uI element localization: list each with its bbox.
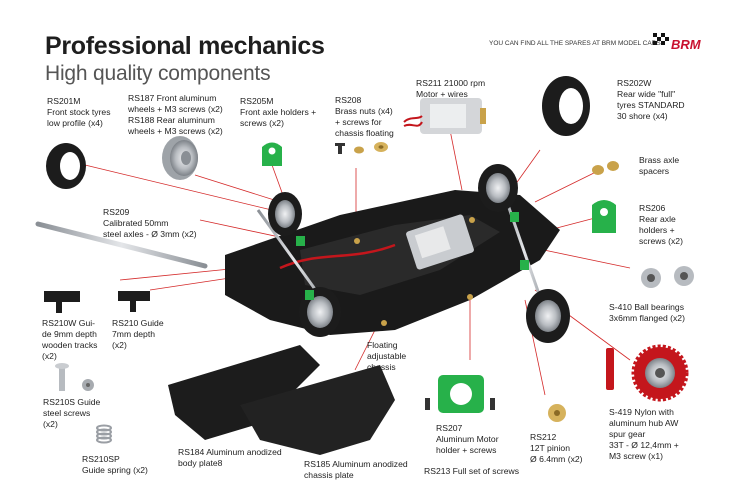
label-brass-spacers: Brass axle spacers [639,155,680,176]
motor [406,214,474,270]
motor-holder-part [425,375,495,413]
label-rs210: RS210 Guide 7mm depth (x2) [112,318,164,350]
chassis-brass-nuts [354,217,475,326]
aluminum-wheel-part [162,136,198,180]
spur-gear-part [606,344,689,402]
label-rs206: RS206 Rear axle holders + screws (x2) [639,203,683,246]
label-rs185: RS185 Aluminum anodized chassis plate [304,459,408,480]
guide-spring-part [96,424,112,444]
front-tyre-part [46,143,86,189]
label-rs208: RS208 Brass nuts (x4) + screws for chass… [335,95,394,138]
label-rs201m: RS201M Front stock tyres low profile (x4… [47,96,111,128]
rear-axle-holder-part [592,200,616,233]
chassis-plate-part [240,365,395,455]
label-rs209: RS209 Calibrated 50mm steel axles - Ø 3m… [103,207,197,239]
label-rs207: RS207 Aluminum Motor holder + screws [436,423,499,455]
brass-nuts-screws-part [335,142,388,154]
label-rs211: RS211 21000 rpm Motor + wires [416,78,486,99]
label-rs205m: RS205M Front axle holders + screws (x2) [240,96,317,128]
label-rs212: RS212 12T pinion Ø 6.4mm (x2) [530,432,583,464]
brm-logo: BRM [653,33,701,52]
motor-part [403,98,486,134]
pinion-part [548,404,566,422]
label-s410: S-410 Ball bearings 3x6mm flanged (x2) [609,302,685,323]
guide-9mm-part [44,291,80,313]
spares-note: YOU CAN FIND ALL THE SPARES AT BRM MODEL… [489,40,661,47]
label-rs202w: RS202W Rear wide "full" tyres STANDARD 3… [617,78,685,121]
label-rs210sp: RS210SP Guide spring (x2) [82,454,148,475]
label-rs187: RS187 Front aluminum wheels + M3 screws … [128,93,223,136]
label-s419: S-419 Nylon with aluminum hub AW spur ge… [609,407,679,461]
page-title: Professional mechanics [45,32,325,60]
label-rs184: RS184 Aluminum anodized body plate8 [178,447,282,468]
label-rs210w: RS210W Gui- de 9mm depth wooden tracks (… [42,318,98,361]
logo-text: BRM [671,37,701,52]
ball-bearings-part [641,266,694,288]
rear-tyre-part [542,76,590,136]
guide-screws-part [55,363,94,391]
brass-spacers-part [592,161,619,175]
label-rs210s: RS210S Guide steel screws (x2) [43,397,101,429]
steel-axle-part [35,221,208,269]
page-subtitle: High quality components [45,62,271,85]
front-axle [256,192,341,337]
rear-axle [478,164,570,343]
guide-7mm-part [118,291,150,312]
label-rs213: RS213 Full set of screws [424,466,520,476]
body-plate-part [168,345,320,440]
label-floating-chassis: Floating adjustable chassis [367,340,407,372]
